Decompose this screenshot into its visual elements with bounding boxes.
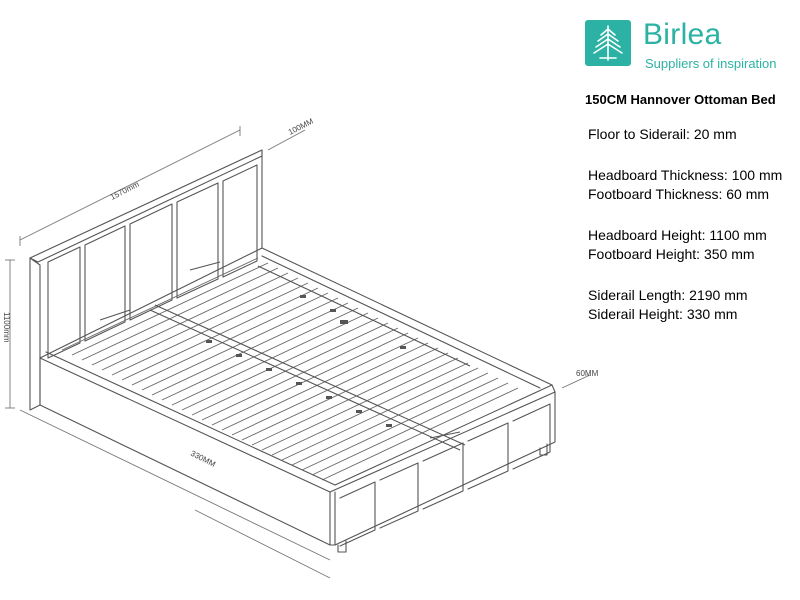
spec-floor-to-siderail: Floor to Siderail: 20 mm bbox=[588, 126, 737, 142]
spec-group-floor: Floor to Siderail: 20 mm bbox=[588, 125, 782, 144]
footboard bbox=[329, 391, 556, 546]
spec-group-siderail: Siderail Length: 2190 mm Siderail Height… bbox=[588, 286, 782, 324]
headboard-height-label: 1100mm bbox=[2, 312, 11, 343]
footboard-depth-label: 60MM bbox=[576, 369, 599, 378]
length-dimension-line bbox=[19, 409, 331, 561]
width-dimension-line bbox=[19, 129, 241, 241]
spec-list: Floor to Siderail: 20 mm Headboard Thick… bbox=[588, 125, 782, 346]
tree-logo-icon bbox=[585, 20, 631, 66]
spec-group-height: Headboard Height: 1100 mm Footboard Heig… bbox=[588, 226, 782, 264]
slat-clips bbox=[206, 295, 406, 427]
brand-tagline: Suppliers of inspiration bbox=[645, 56, 777, 71]
spec-siderail-length: Siderail Length: 2190 mm bbox=[588, 287, 748, 303]
spec-footboard-height: Footboard Height: 350 mm bbox=[588, 246, 755, 262]
brand-name: Birlea bbox=[643, 18, 722, 51]
spec-headboard-height: Headboard Height: 1100 mm bbox=[588, 227, 767, 243]
footboard-depth-dimension-line bbox=[561, 374, 591, 389]
headboard-depth-label: 100MM bbox=[287, 116, 315, 136]
headboard-depth-dimension-line bbox=[267, 129, 306, 151]
left-siderail bbox=[39, 357, 331, 546]
slat-rails bbox=[99, 261, 471, 451]
siderail-height-label: 330MM bbox=[189, 449, 217, 469]
spec-siderail-height: Siderail Height: 330 mm bbox=[588, 306, 738, 322]
footboard-panels bbox=[339, 403, 551, 547]
spec-headboard-thickness: Headboard Thickness: 100 mm bbox=[588, 167, 783, 183]
spec-footboard-thickness: Footboard Thickness: 60 mm bbox=[588, 186, 770, 202]
right-siderail bbox=[261, 247, 553, 386]
width-label: 1570mm bbox=[109, 179, 141, 201]
brand-logo: Birlea Suppliers of inspiration bbox=[585, 18, 800, 74]
headboard bbox=[29, 149, 263, 359]
spec-group-thickness: Headboard Thickness: 100 mm Footboard Th… bbox=[588, 166, 782, 204]
product-title: 150CM Hannover Ottoman Bed bbox=[585, 92, 776, 107]
headboard-panels bbox=[47, 164, 258, 359]
